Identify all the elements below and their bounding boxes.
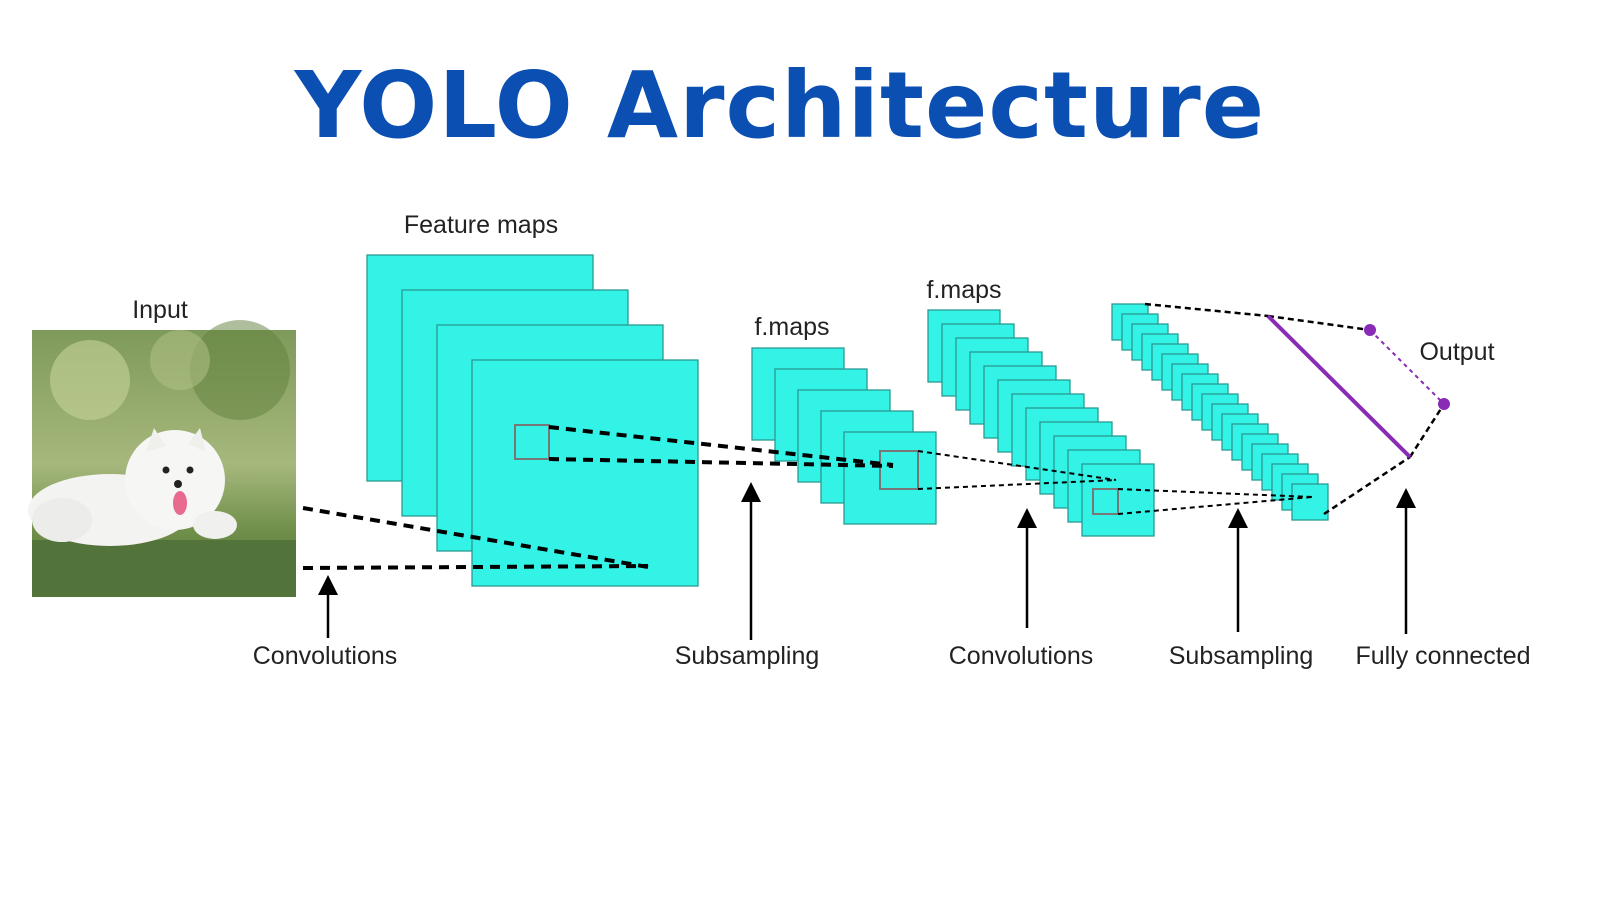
stage-label-subsampling: Subsampling xyxy=(1169,642,1314,670)
output-label: Output xyxy=(1419,338,1494,366)
page-title: YOLO Architecture xyxy=(294,52,1266,159)
receptive-field-box xyxy=(514,424,550,460)
output-connection xyxy=(1369,329,1445,405)
input-label: Input xyxy=(132,296,188,324)
stage-label-fully-connected: Fully connected xyxy=(1355,642,1530,670)
fmaps-stack-2 xyxy=(927,309,1155,537)
input-dog-image xyxy=(28,320,296,597)
feature-maps-stack xyxy=(366,254,699,587)
fmaps-label-1: f.maps xyxy=(754,313,829,341)
output-node xyxy=(1364,324,1376,336)
feature-map xyxy=(843,431,937,525)
projection-lines xyxy=(302,302,1446,570)
stage-arrows xyxy=(318,482,1416,640)
stage-label-convolutions: Convolutions xyxy=(253,642,398,670)
subsampled-maps-stack xyxy=(1111,303,1329,521)
feature-map xyxy=(1291,483,1329,521)
feature-maps-label: Feature maps xyxy=(404,211,558,239)
stage-label-subsampling: Subsampling xyxy=(675,642,820,670)
feature-map xyxy=(471,359,699,587)
fmaps-label-2: f.maps xyxy=(926,276,1001,304)
receptive-field-box xyxy=(1092,488,1119,515)
fmaps-stack-1 xyxy=(751,347,937,525)
output-node xyxy=(1438,398,1450,410)
fully-connected-layer xyxy=(1266,314,1412,459)
receptive-field-box xyxy=(879,450,919,490)
stage-label-convolutions: Convolutions xyxy=(949,642,1094,670)
